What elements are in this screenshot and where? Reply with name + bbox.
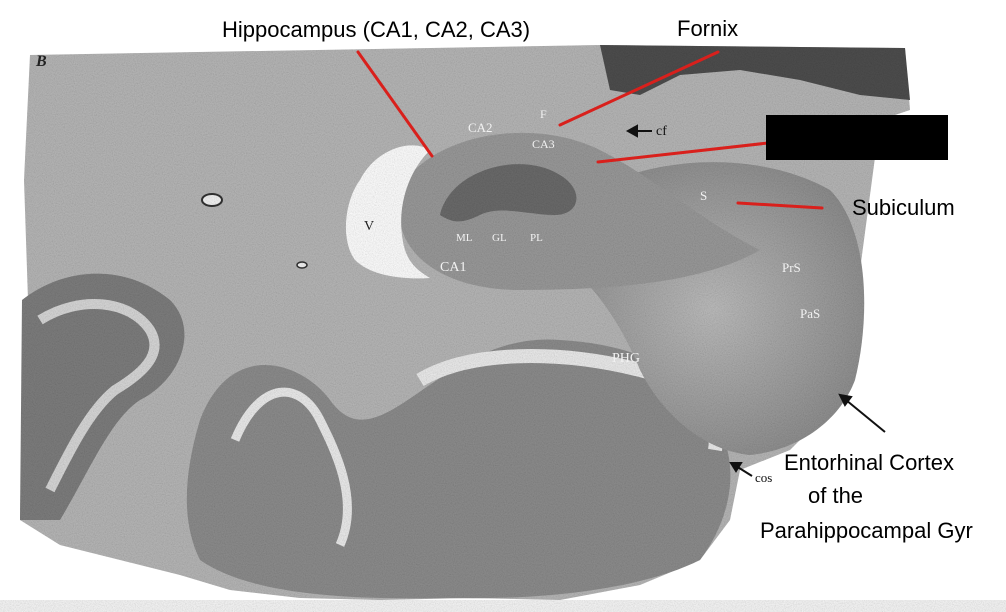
leader-redacted xyxy=(596,141,770,164)
vessel-speck xyxy=(296,261,308,269)
gyrus-lower xyxy=(186,339,731,599)
arrow-cf-head xyxy=(625,124,638,138)
tissue-photo xyxy=(0,45,1006,612)
redacted-label-box xyxy=(766,115,948,160)
entorhinal-callout-line3: Parahippocampal Gyr xyxy=(760,518,973,543)
subiculum-callout: Subiculum xyxy=(852,195,955,220)
fornix-callout: Fornix xyxy=(677,16,739,41)
sulcus-white xyxy=(230,387,352,547)
label-ca2: CA2 xyxy=(468,120,493,135)
leader-subiculum xyxy=(736,201,824,210)
dark-structure xyxy=(600,45,910,100)
label-pas: PaS xyxy=(800,306,820,321)
black-arrows xyxy=(625,124,886,477)
panel-letter: B xyxy=(35,53,47,70)
label-ml: ML xyxy=(456,232,473,244)
label-prs: PrS xyxy=(782,260,801,275)
dentate-gyrus xyxy=(440,164,577,222)
hippocampus-callout: Hippocampus (CA1, CA2, CA3) xyxy=(222,17,531,42)
arrow-entorhinal xyxy=(845,399,886,433)
label-v: V xyxy=(364,219,374,234)
ventricle xyxy=(345,145,430,279)
bottom-border xyxy=(0,600,1006,612)
arrow-entorhinal-head xyxy=(838,393,853,407)
label-s: S xyxy=(700,188,707,203)
label-phg: PHG xyxy=(612,351,640,366)
entorhinal-callout-line1: Entorhinal Cortex xyxy=(784,450,954,475)
section-labels: B CA2 F CA3 cf V ML GL PL CA1 S PrS PaS … xyxy=(35,53,820,485)
label-cf: cf xyxy=(656,124,667,139)
leader-fornix xyxy=(558,50,720,127)
label-cos: cos xyxy=(755,470,772,485)
vessel-speck xyxy=(201,193,223,207)
label-f: F xyxy=(540,107,547,121)
leader-hippocampus xyxy=(356,50,434,158)
entorhinal-callout-line2: of the xyxy=(808,483,864,508)
label-pl: PL xyxy=(530,232,543,244)
arrow-cos-head xyxy=(729,462,743,473)
label-gl: GL xyxy=(492,232,507,244)
leader-lines xyxy=(356,50,824,210)
gyrus-left-inner xyxy=(37,299,160,493)
label-ca1: CA1 xyxy=(440,260,466,275)
label-ca3: CA3 xyxy=(532,137,555,151)
